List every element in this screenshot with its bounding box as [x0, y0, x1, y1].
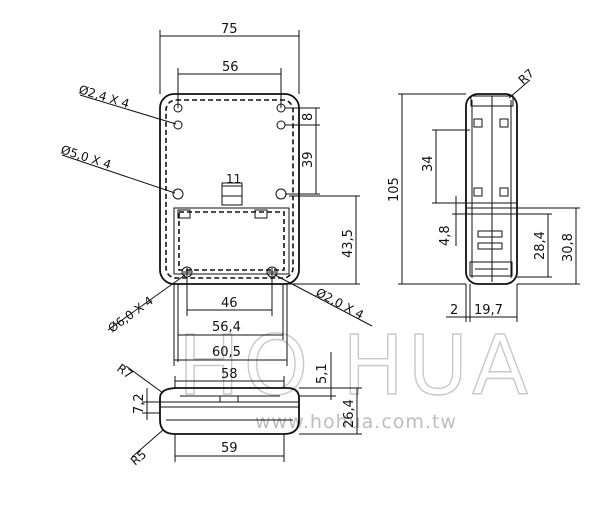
- dim-7-2: 7,2: [132, 393, 147, 414]
- front-body-outline: [159, 93, 300, 285]
- dim-56: 56: [222, 60, 239, 75]
- dim-26-4: 26,4: [342, 399, 357, 428]
- dim-105: 105: [387, 177, 402, 202]
- battery-clip-left: [177, 209, 191, 219]
- note-hole-2-4: Ø2,4 X 4: [77, 82, 131, 111]
- leader-hole-2-4: [79, 94, 177, 125]
- dim-46: 46: [221, 296, 238, 311]
- dim-59: 59: [221, 441, 238, 456]
- dim-34: 34: [421, 155, 436, 172]
- front-latch: [221, 182, 243, 206]
- boss-mid-right: [275, 188, 287, 200]
- dim-43-5: 43,5: [341, 229, 356, 258]
- dim-r7-side: R7: [516, 66, 537, 87]
- dim-39: 39: [301, 151, 316, 168]
- battery-clip-right: [254, 209, 268, 219]
- dim-75: 75: [221, 22, 238, 37]
- bottom-latch: [219, 395, 239, 403]
- dim-28-4: 28,4: [533, 231, 548, 260]
- dim-2: 2: [450, 303, 458, 318]
- battery-compartment: [173, 207, 290, 275]
- battery-inner: [178, 211, 285, 271]
- note-hole-5-0: Ø5,0 X 4: [59, 143, 113, 172]
- side-body-outline: [465, 93, 518, 285]
- watermark-brand: HO HUA: [178, 319, 532, 414]
- leader-r5-bottom: [131, 429, 164, 458]
- dim-r5-bottom: R5: [128, 447, 149, 468]
- leader-hole-5-0: [61, 154, 176, 194]
- dim-60-5: 60,5: [212, 345, 241, 360]
- leader-hole-2-0: [274, 274, 373, 327]
- note-hole-6-0: Ø6,0 X 4: [106, 294, 156, 336]
- dim-8: 8: [301, 113, 316, 121]
- boss-top-left-b: [173, 120, 183, 130]
- boss-top-right-b: [276, 120, 286, 130]
- front-inner-wall: [165, 99, 294, 279]
- dim-30-8: 30,8: [561, 233, 576, 262]
- dim-11: 11: [226, 172, 241, 186]
- front-view: 75 56 8 39 11 43,5 46 56,4: [59, 22, 373, 366]
- dim-5-1: 5,1: [315, 363, 330, 384]
- bottom-view: 58 59 5,1 26,4 7,2 R7 R5: [114, 352, 362, 468]
- dim-19-7: 19,7: [474, 303, 503, 318]
- dim-r7-bottom: R7: [114, 361, 135, 382]
- leader-r7-bottom: [125, 365, 164, 394]
- boss-mid-left: [172, 188, 184, 200]
- leader-r7-side: [508, 79, 531, 99]
- watermark-url: www.hohua.com.tw: [255, 411, 457, 433]
- dim-56-4: 56,4: [212, 320, 241, 335]
- leader-hole-6-0: [107, 274, 186, 331]
- dim-58: 58: [221, 367, 238, 382]
- side-view: R7 105 34 4,8 28,4 30,8 2 19,7: [387, 66, 580, 322]
- dim-4-8: 4,8: [438, 225, 453, 246]
- note-hole-2-0: Ø2,0 X 4: [314, 285, 366, 322]
